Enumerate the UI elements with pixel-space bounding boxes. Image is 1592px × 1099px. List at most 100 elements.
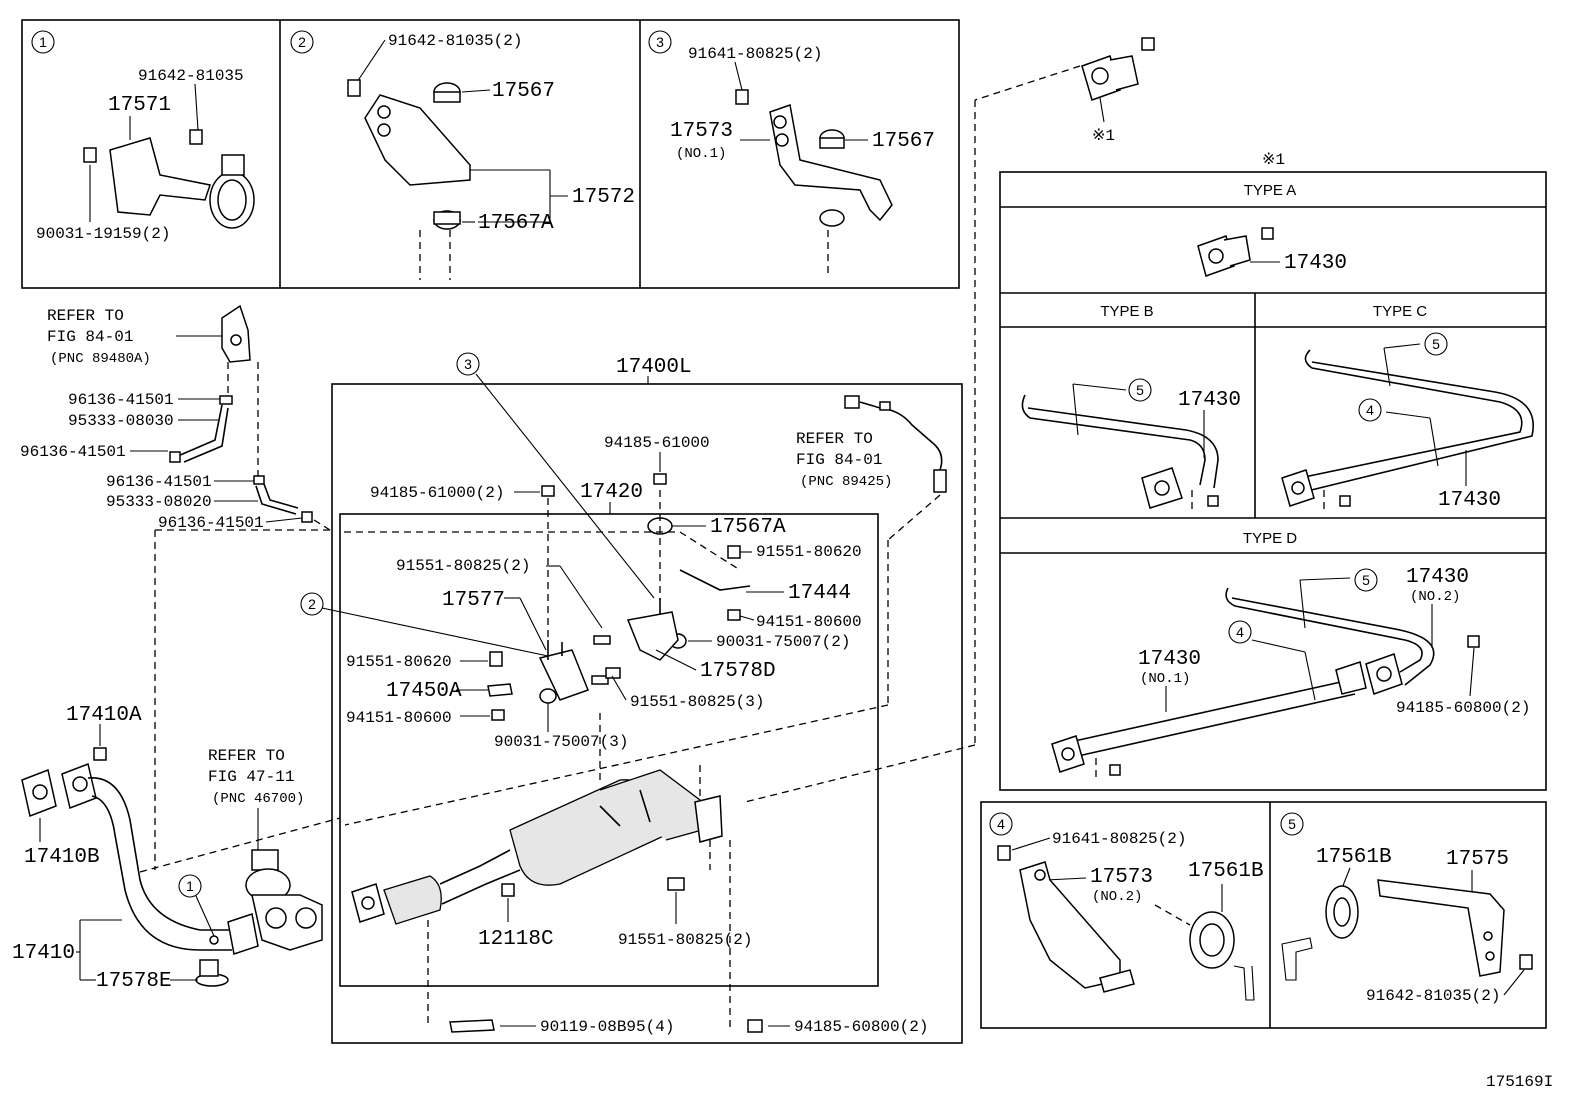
part-label[interactable]: 17575 (1446, 848, 1509, 871)
part-label[interactable]: 90119-08B95(4) (540, 1018, 674, 1036)
type-b-header: TYPE B (1100, 303, 1153, 320)
part-label[interactable]: 17578D (700, 660, 776, 683)
part-label[interactable]: 94185-61000 (604, 434, 710, 452)
part-label[interactable]: 17430 (1438, 489, 1501, 512)
hose-label[interactable]: 96136-41501 (20, 443, 126, 461)
part-label[interactable]: 17573 (1090, 866, 1153, 889)
part-label[interactable]: 91551-80825(2) (396, 557, 530, 575)
part-label[interactable]: (NO.1) (676, 146, 726, 162)
part-label[interactable]: 17573 (670, 120, 733, 143)
part-label[interactable]: 17572 (572, 186, 635, 209)
refer-note: FIG 84-01 (796, 451, 882, 469)
part-label[interactable]: 17420 (580, 481, 643, 504)
part-label[interactable]: 17567 (872, 130, 935, 153)
bracket-17571 (83, 129, 255, 229)
part-label[interactable]: 17410A (66, 704, 142, 727)
part-label[interactable]: (NO.1) (1140, 671, 1190, 687)
hose-label[interactable]: 96136-41501 (158, 514, 264, 532)
part-label[interactable]: 17561B (1188, 860, 1264, 883)
part-label[interactable]: 90031-75007(3) (494, 733, 628, 751)
part-label[interactable]: 91641-80825(2) (1052, 830, 1186, 848)
part-label[interactable]: 17567 (492, 80, 555, 103)
type-d-header: TYPE D (1243, 530, 1297, 547)
refer-note: REFER TO (208, 747, 285, 765)
part-label[interactable]: 91551-80825(2) (618, 931, 752, 949)
part-label[interactable]: 12118C (478, 928, 554, 951)
part-label[interactable]: 94151-80600 (346, 709, 452, 727)
refer-note: FIG 84-01 (47, 328, 133, 346)
part-label[interactable]: 94185-61000(2) (370, 484, 504, 502)
callout-5[interactable]: 5 (1424, 332, 1448, 356)
note-mark: ※1 (1092, 127, 1115, 145)
callout-2[interactable]: 2 (300, 592, 324, 616)
callout-4[interactable]: 4 (1358, 398, 1382, 422)
part-label[interactable]: 17410B (24, 846, 100, 869)
part-label[interactable]: 91551-80620 (756, 543, 862, 561)
svg-text:5: 5 (1288, 816, 1296, 832)
part-label[interactable]: 91551-80825(3) (630, 693, 764, 711)
hose-label[interactable]: 96136-41501 (68, 391, 174, 409)
callout-3[interactable]: 3 (648, 30, 672, 54)
svg-text:2: 2 (308, 596, 316, 612)
part-label[interactable]: 17567A (478, 212, 554, 235)
part-label[interactable]: 94151-80600 (756, 613, 862, 631)
detail-box-frame (21, 19, 960, 289)
svg-text:4: 4 (1366, 402, 1374, 418)
hose-label[interactable]: 95333-08030 (68, 412, 174, 430)
svg-text:3: 3 (656, 34, 664, 50)
bracket-17575 (1281, 879, 1533, 981)
svg-text:1: 1 (186, 878, 194, 894)
part-label[interactable]: 91642-81035(2) (1366, 987, 1500, 1005)
callout-3[interactable]: 3 (456, 352, 480, 376)
part-label[interactable]: 17571 (108, 94, 171, 117)
part-label[interactable]: 91642-81035 (138, 67, 244, 85)
refer-note: FIG 47-11 (208, 768, 294, 786)
callout-4[interactable]: 4 (1228, 620, 1252, 644)
part-label[interactable]: 17450A (386, 680, 462, 703)
hose-label[interactable]: 96136-41501 (106, 473, 212, 491)
part-label[interactable]: 90031-75007(2) (716, 633, 850, 651)
illustration-id: 175169I (1486, 1073, 1553, 1091)
part-label[interactable]: 91551-80620 (346, 653, 452, 671)
flange-pipe-icon (1081, 37, 1155, 101)
part-label[interactable]: 90031-19159(2) (36, 225, 170, 243)
part-label[interactable]: 17410 (12, 942, 75, 965)
sensor-bracket (221, 304, 251, 363)
part-label[interactable]: 17430 (1178, 389, 1241, 412)
callout-5[interactable]: 5 (1128, 378, 1152, 402)
part-label[interactable]: 17430 (1138, 648, 1201, 671)
svg-text:4: 4 (1236, 624, 1244, 640)
part-label[interactable]: 17430 (1406, 566, 1469, 589)
part-label[interactable]: 94185-60800(2) (1396, 699, 1530, 717)
callout-5[interactable]: 5 (1354, 568, 1378, 592)
front-pipe-17410 (21, 762, 259, 987)
callout-5[interactable]: 5 (1280, 812, 1304, 836)
part-label[interactable]: 17578E (96, 970, 172, 993)
callout-4[interactable]: 4 (989, 812, 1013, 836)
pipe-type-c (1281, 343, 1534, 512)
part-label[interactable]: 91641-80825(2) (688, 45, 822, 63)
part-label[interactable]: 17430 (1284, 252, 1347, 275)
assy-label[interactable]: 17400L (616, 356, 692, 379)
part-label[interactable]: 91642-81035(2) (388, 32, 522, 50)
part-label[interactable]: (NO.2) (1410, 589, 1460, 605)
oxygen-sensor (844, 395, 947, 493)
callout-1[interactable]: 1 (178, 874, 202, 898)
vacuum-hoses (169, 395, 313, 523)
svg-text:1: 1 (39, 34, 47, 50)
part-label[interactable]: 17567A (710, 516, 786, 539)
part-label[interactable]: (NO.2) (1092, 889, 1142, 905)
refer-note: (PNC 46700) (212, 791, 304, 807)
part-label[interactable]: 17444 (788, 582, 851, 605)
converter-box-17420 (339, 513, 879, 987)
callout-1[interactable]: 1 (31, 30, 55, 54)
refer-note: (PNC 89480A) (50, 351, 151, 367)
callout-2[interactable]: 2 (290, 30, 314, 54)
catalytic-converter (351, 769, 723, 925)
pipe-type-d (1051, 577, 1480, 780)
hose-label[interactable]: 95333-08020 (106, 493, 212, 511)
part-label[interactable]: 17561B (1316, 846, 1392, 869)
part-label[interactable]: 17577 (442, 589, 505, 612)
svg-text:4: 4 (997, 816, 1005, 832)
part-label[interactable]: 94185-60800(2) (794, 1018, 928, 1036)
